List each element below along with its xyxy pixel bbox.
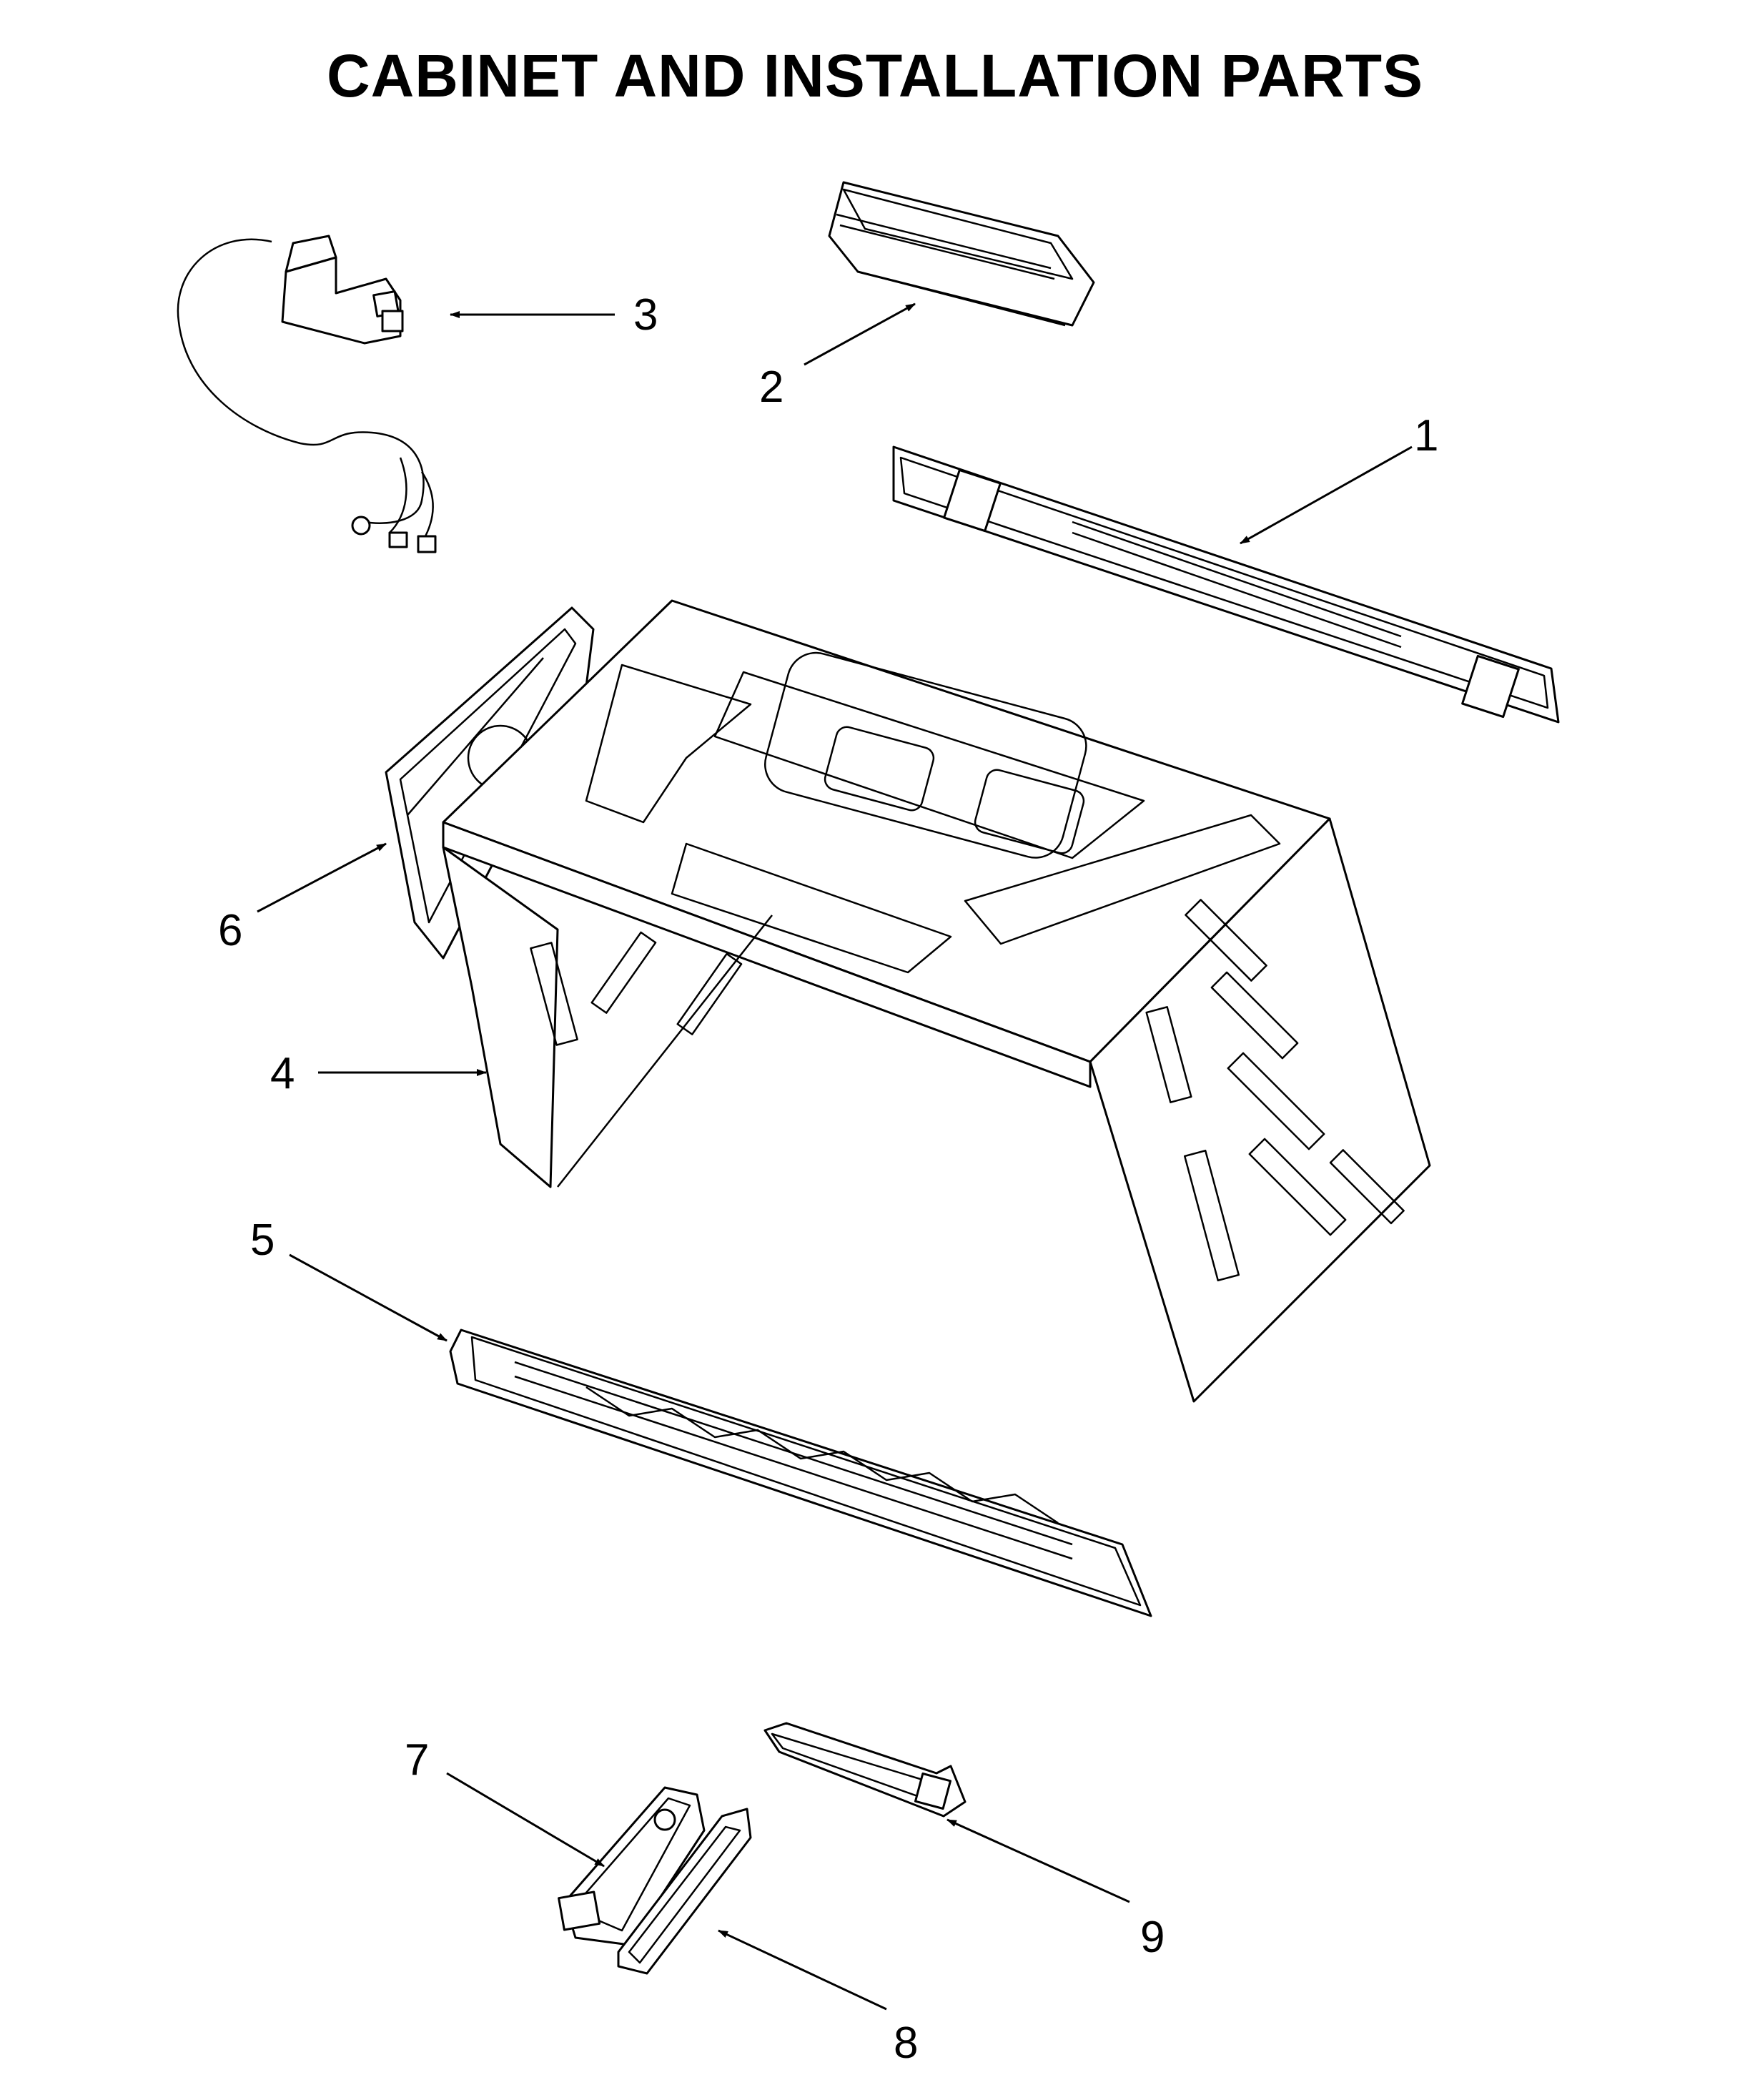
callout-3: 3: [633, 290, 658, 340]
power-cord-part[interactable]: [177, 235, 437, 553]
callout-4: 4: [270, 1049, 295, 1098]
bottom-rail-part[interactable]: [449, 1328, 1152, 1617]
right-bracket-part[interactable]: [763, 1722, 967, 1818]
callout-6: 6: [218, 906, 242, 955]
callout-9: 9: [1140, 1913, 1165, 1962]
callout-1: 1: [1414, 411, 1438, 460]
left-bracket-part[interactable]: [558, 1786, 706, 1946]
plug-body: [281, 256, 402, 345]
callout-5: 5: [250, 1216, 275, 1265]
leader-8: [718, 1929, 887, 2011]
leader-9: [946, 1818, 1130, 1903]
leader-5: [289, 1253, 448, 1342]
page-title: CABINET AND INSTALLATION PARTS: [326, 42, 1424, 109]
leader-7: [446, 1772, 605, 1868]
top-vent-part[interactable]: [828, 181, 1095, 327]
leader-6: [257, 842, 387, 913]
leader-1: [1240, 445, 1413, 545]
left-bracket-cover-part[interactable]: [617, 1808, 752, 1975]
leader-2: [804, 302, 916, 366]
callout-8: 8: [894, 2018, 918, 2068]
mounting-plate-part[interactable]: [892, 445, 1560, 724]
callout-2: 2: [759, 363, 783, 412]
cabinet-part[interactable]: [442, 599, 1431, 1403]
callout-7: 7: [405, 1735, 429, 1785]
